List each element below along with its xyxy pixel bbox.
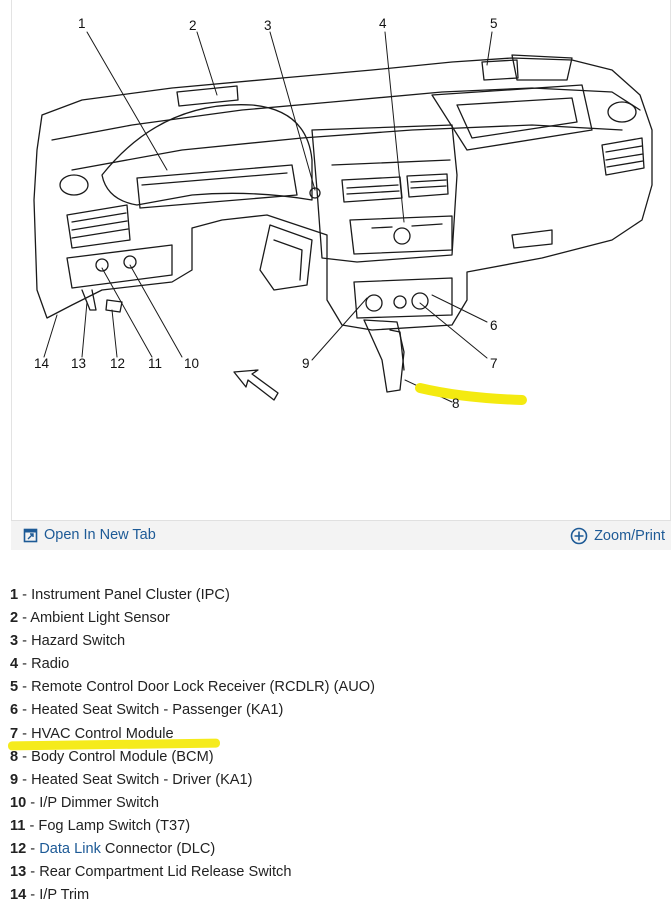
- legend-text: - Radio: [18, 656, 70, 673]
- callout-leader-lines: [43, 31, 493, 403]
- callout-2: 2: [189, 18, 197, 33]
- legend-number: 9: [10, 771, 19, 788]
- figure-toolbar: Open In New Tab Zoom/Print: [11, 520, 671, 550]
- legend-list: 1 - Instrument Panel Cluster (IPC) 2 - A…: [10, 585, 650, 908]
- legend-item: 6 - Heated Seat Switch - Passenger (KA1): [10, 700, 650, 723]
- legend-text: - Body Control Module (BCM): [18, 748, 214, 765]
- legend-item: 8 - Body Control Module (BCM): [10, 747, 650, 770]
- legend-item: 12 - Data Link Connector (DLC): [10, 839, 650, 862]
- legend-item: 9 - Heated Seat Switch - Driver (KA1): [10, 770, 650, 793]
- callout-7: 7: [490, 356, 498, 371]
- open-new-tab-icon: [23, 528, 38, 542]
- highlight-callout-8: [415, 383, 527, 405]
- legend-item: 1 - Instrument Panel Cluster (IPC): [10, 585, 650, 608]
- legend-number: 1: [10, 587, 19, 603]
- legend-number: 3: [10, 633, 19, 650]
- legend-item: 3 - Hazard Switch: [10, 631, 650, 654]
- legend-item: 4 - Radio: [10, 654, 650, 677]
- diagram-figure: 1 2 3 4 5 6 7 8 9 10 11 12 13 14: [11, 0, 671, 550]
- data-link-link[interactable]: Data Link: [39, 841, 101, 858]
- zoom-print-link[interactable]: Zoom/Print: [570, 527, 665, 545]
- legend-number: 7: [10, 725, 19, 742]
- legend-item: 5 - Remote Control Door Lock Receiver (R…: [10, 677, 650, 700]
- legend-text: - Heated Seat Switch - Passenger (KA1): [18, 702, 284, 719]
- legend-text: - Ambient Light Sensor: [18, 610, 170, 627]
- legend-number: 5: [10, 679, 19, 696]
- callout-9: 9: [302, 356, 310, 371]
- legend-number: 10: [10, 794, 27, 811]
- legend-text: - Hazard Switch: [18, 633, 126, 650]
- callout-3: 3: [264, 18, 272, 33]
- legend-text: - HVAC Control Module: [18, 725, 174, 742]
- callout-8: 8: [452, 396, 460, 411]
- callout-13: 13: [71, 356, 86, 371]
- dashboard-body: [33, 54, 653, 401]
- legend-text: - Heated Seat Switch - Driver (KA1): [18, 771, 253, 788]
- legend-number: 12: [10, 841, 27, 858]
- legend-text-after: Connector (DLC): [100, 841, 216, 858]
- legend-number: 13: [10, 864, 27, 881]
- legend-number: 14: [10, 887, 27, 904]
- callout-1: 1: [78, 16, 86, 31]
- callout-6: 6: [490, 318, 498, 333]
- legend-text: - Fog Lamp Switch (T37): [25, 817, 191, 834]
- legend-item: 14 - I/P Trim: [10, 885, 650, 908]
- callout-11: 11: [148, 356, 162, 371]
- callout-4: 4: [379, 16, 387, 31]
- callout-labels: 1 2 3 4 5 6 7 8 9 10 11 12 13 14: [34, 16, 498, 411]
- dashboard-line-drawing: 1 2 3 4 5 6 7 8 9 10 11 12 13 14: [33, 16, 653, 411]
- legend-text: - Instrument Panel Cluster (IPC): [18, 587, 230, 603]
- legend-item: 10 - I/P Dimmer Switch: [10, 793, 650, 816]
- zoom-plus-icon: [570, 527, 588, 545]
- open-in-new-tab-link[interactable]: Open In New Tab: [23, 527, 156, 543]
- legend-text: - Rear Compartment Lid Release Switch: [26, 864, 292, 881]
- legend-number: 2: [10, 610, 19, 627]
- callout-14: 14: [34, 356, 50, 371]
- legend-number: 11: [10, 817, 26, 834]
- open-in-new-tab-label: Open In New Tab: [44, 527, 156, 543]
- legend-number: 8: [10, 748, 19, 765]
- legend-number: 6: [10, 702, 19, 719]
- callout-12: 12: [110, 356, 125, 371]
- zoom-print-label: Zoom/Print: [594, 528, 665, 544]
- legend-number: 4: [10, 656, 19, 673]
- legend-text: -: [26, 841, 40, 858]
- legend-item: 7 - HVAC Control Module: [10, 724, 650, 747]
- callout-5: 5: [490, 16, 498, 31]
- legend-text: - I/P Trim: [26, 887, 90, 904]
- legend-item: 13 - Rear Compartment Lid Release Switch: [10, 862, 650, 885]
- legend-text: - I/P Dimmer Switch: [26, 794, 159, 811]
- callout-10: 10: [184, 356, 199, 371]
- legend-text: - Remote Control Door Lock Receiver (RCD…: [18, 679, 375, 696]
- legend-item: 11 - Fog Lamp Switch (T37): [10, 816, 650, 839]
- legend-item: 2 - Ambient Light Sensor: [10, 608, 650, 631]
